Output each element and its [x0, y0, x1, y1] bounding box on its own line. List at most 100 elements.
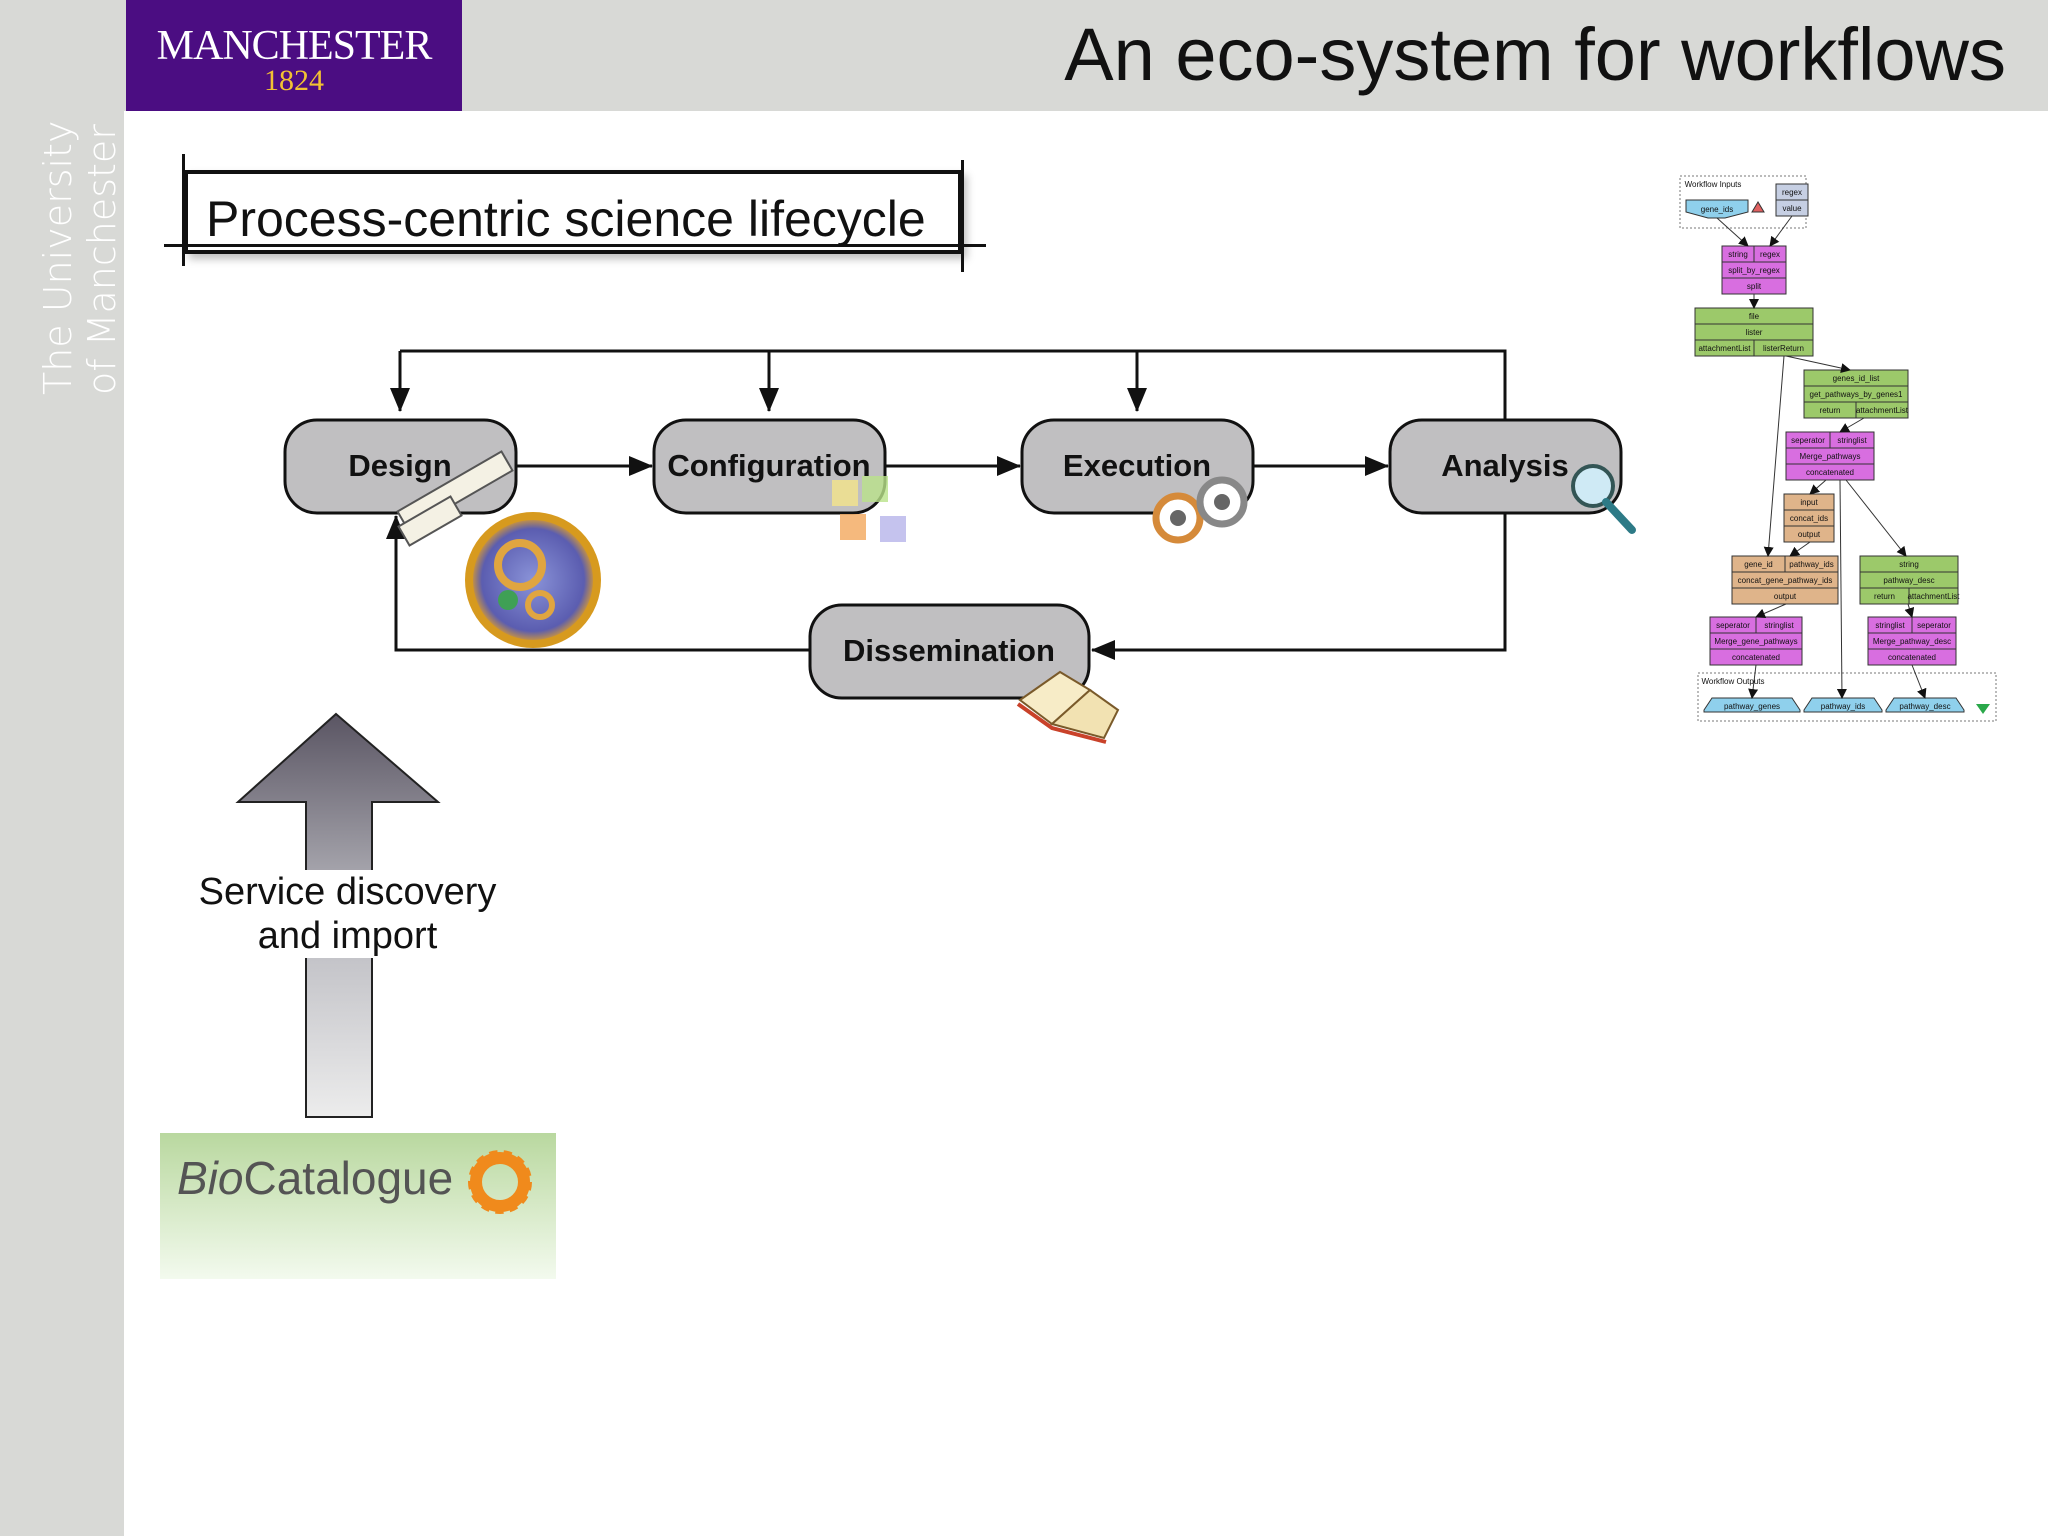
merge-pathways-node-text: concatenated [1806, 468, 1854, 477]
service-discovery-label: Service discovery and import [180, 870, 515, 958]
merge-pathways-node-text: seperator [1791, 436, 1825, 445]
biocatalogue-logo: BioCatalogue [160, 1133, 556, 1279]
top-loop-line [400, 349, 1507, 420]
open-book-icon [1016, 670, 1120, 744]
input-port-label: gene_ids [1701, 205, 1733, 214]
workflow-link [1769, 215, 1793, 247]
pathway-desc-node-text: pathway_desc [1883, 576, 1934, 585]
workflow-link [1836, 479, 1847, 699]
lifecycle-title-box: Process-centric science lifecycle [184, 170, 962, 254]
concat-gene-node-text: gene_id [1744, 560, 1772, 569]
output-port-label: pathway_desc [1899, 702, 1950, 711]
workflow-outputs-label: Workflow Outputs [1702, 677, 1765, 686]
lister-node-text: attachmentList [1698, 344, 1751, 353]
discovery-line-1: Service discovery [180, 870, 515, 914]
biocatalogue-rest: Catalogue [243, 1152, 454, 1204]
output-port [1703, 697, 1801, 713]
merge-pathways-node-text: stringlist [1837, 436, 1867, 445]
biocatalogue-prefix: Bio [177, 1152, 244, 1204]
pathway-desc-node-text: string [1899, 560, 1919, 569]
manchester-logo: MANCHESTER 1824 [126, 0, 462, 111]
regex-node-text: value [1782, 204, 1802, 213]
split-node-text: split [1747, 282, 1762, 291]
workflow-link [1785, 355, 1851, 373]
pathway-desc-node-text: return [1874, 592, 1895, 601]
split-node-text: string [1728, 250, 1748, 259]
merge-desc-node-text: concatenated [1888, 653, 1936, 662]
logo-name: MANCHESTER [156, 23, 433, 69]
split-node-text: regex [1760, 250, 1780, 259]
biocatalogue-wordmark: BioCatalogue [177, 1151, 453, 1205]
workflow-link [1911, 664, 1927, 699]
analysis-node [1388, 418, 1623, 515]
analysis-label: Analysis [1441, 448, 1569, 483]
input-warning-icon [1751, 201, 1765, 213]
merge-desc-node-text: stringlist [1875, 621, 1905, 630]
configuration-label: Configuration [667, 448, 870, 483]
arrow-dissemination-design [386, 515, 810, 652]
input-port-gene-ids [1685, 199, 1749, 219]
concat-gene-node-text: pathway_ids [1789, 560, 1833, 569]
dissemination-label: Dissemination [843, 633, 1055, 668]
get-pathways-node-text: get_pathways_by_genes1 [1810, 390, 1904, 399]
output-port-label: pathway_ids [1821, 702, 1865, 711]
configuration-node [652, 418, 887, 515]
sidebar: The University of Manchester [0, 0, 124, 1536]
workflow-link [1763, 355, 1785, 557]
concat-gene-node-text: output [1774, 592, 1797, 601]
discovery-line-2: and import [180, 914, 515, 958]
merge-gene-node-text: stringlist [1764, 621, 1794, 630]
arrow-analysis-dissemination [1091, 512, 1507, 660]
concat-gene-node-text: concat_gene_pathway_ids [1738, 576, 1833, 585]
workflow-link [1809, 479, 1827, 495]
output-status-icon [1976, 704, 1990, 714]
output-port [1803, 697, 1883, 713]
puzzle-pieces-icon [832, 476, 906, 542]
pathway-desc-node-cell [1908, 587, 1959, 605]
concat-ids-node-text: output [1798, 530, 1821, 539]
orange-gear-icon [468, 1150, 532, 1214]
lister-node-text: lister [1746, 328, 1763, 337]
page-title: An eco-system for workflows [1064, 13, 2006, 96]
pathway-desc-node-text: attachmentList [1907, 592, 1960, 601]
get-pathways-node-text: genes_id_list [1833, 374, 1880, 383]
merge-desc-node-text: seperator [1917, 621, 1951, 630]
get-pathways-node-cell [1855, 401, 1909, 419]
workflow-link [1904, 603, 1915, 618]
title-right-rule [961, 160, 964, 272]
merge-gene-node-text: Merge_gene_pathways [1714, 637, 1797, 646]
gears-emblem-icon [465, 512, 601, 648]
split-node-text: split_by_regex [1728, 266, 1780, 275]
execution-node [1020, 418, 1255, 515]
workflow-link [1716, 217, 1749, 247]
execution-label: Execution [1063, 448, 1211, 483]
dissemination-node [808, 603, 1091, 700]
logo-year: 1824 [264, 64, 324, 97]
concat-ids-node-text: input [1800, 498, 1818, 507]
workflow-link [1789, 541, 1811, 557]
regex-node-text: regex [1782, 188, 1802, 197]
output-port [1885, 697, 1965, 713]
concat-ids-node-cell [1783, 525, 1835, 543]
workflow-outputs-box [1697, 672, 1997, 722]
workflow-link [1845, 479, 1907, 557]
workflow-link [1755, 603, 1787, 619]
merge-desc-node-text: Merge_pathway_desc [1873, 637, 1951, 646]
concat-ids-node-text: concat_ids [1790, 514, 1828, 523]
merge-pathways-node-text: Merge_pathways [1800, 452, 1861, 461]
merge-gene-node-text: concatenated [1732, 653, 1780, 662]
get-pathways-node-text: return [1820, 406, 1841, 415]
output-port-label: pathway_genes [1724, 702, 1780, 711]
get-pathways-node-text: attachmentList [1856, 406, 1909, 415]
merge-pathways-node-cell [1785, 463, 1875, 481]
gears-icon [1152, 476, 1248, 544]
workflow-inputs-label: Workflow Inputs [1685, 180, 1742, 189]
lister-node-text: file [1749, 312, 1760, 321]
magnifying-glass-icon [1571, 464, 1636, 534]
title-underline-rule [164, 244, 986, 247]
title-left-rule [182, 154, 185, 266]
merge-gene-node-text: seperator [1716, 621, 1750, 630]
design-label: Design [348, 448, 451, 483]
